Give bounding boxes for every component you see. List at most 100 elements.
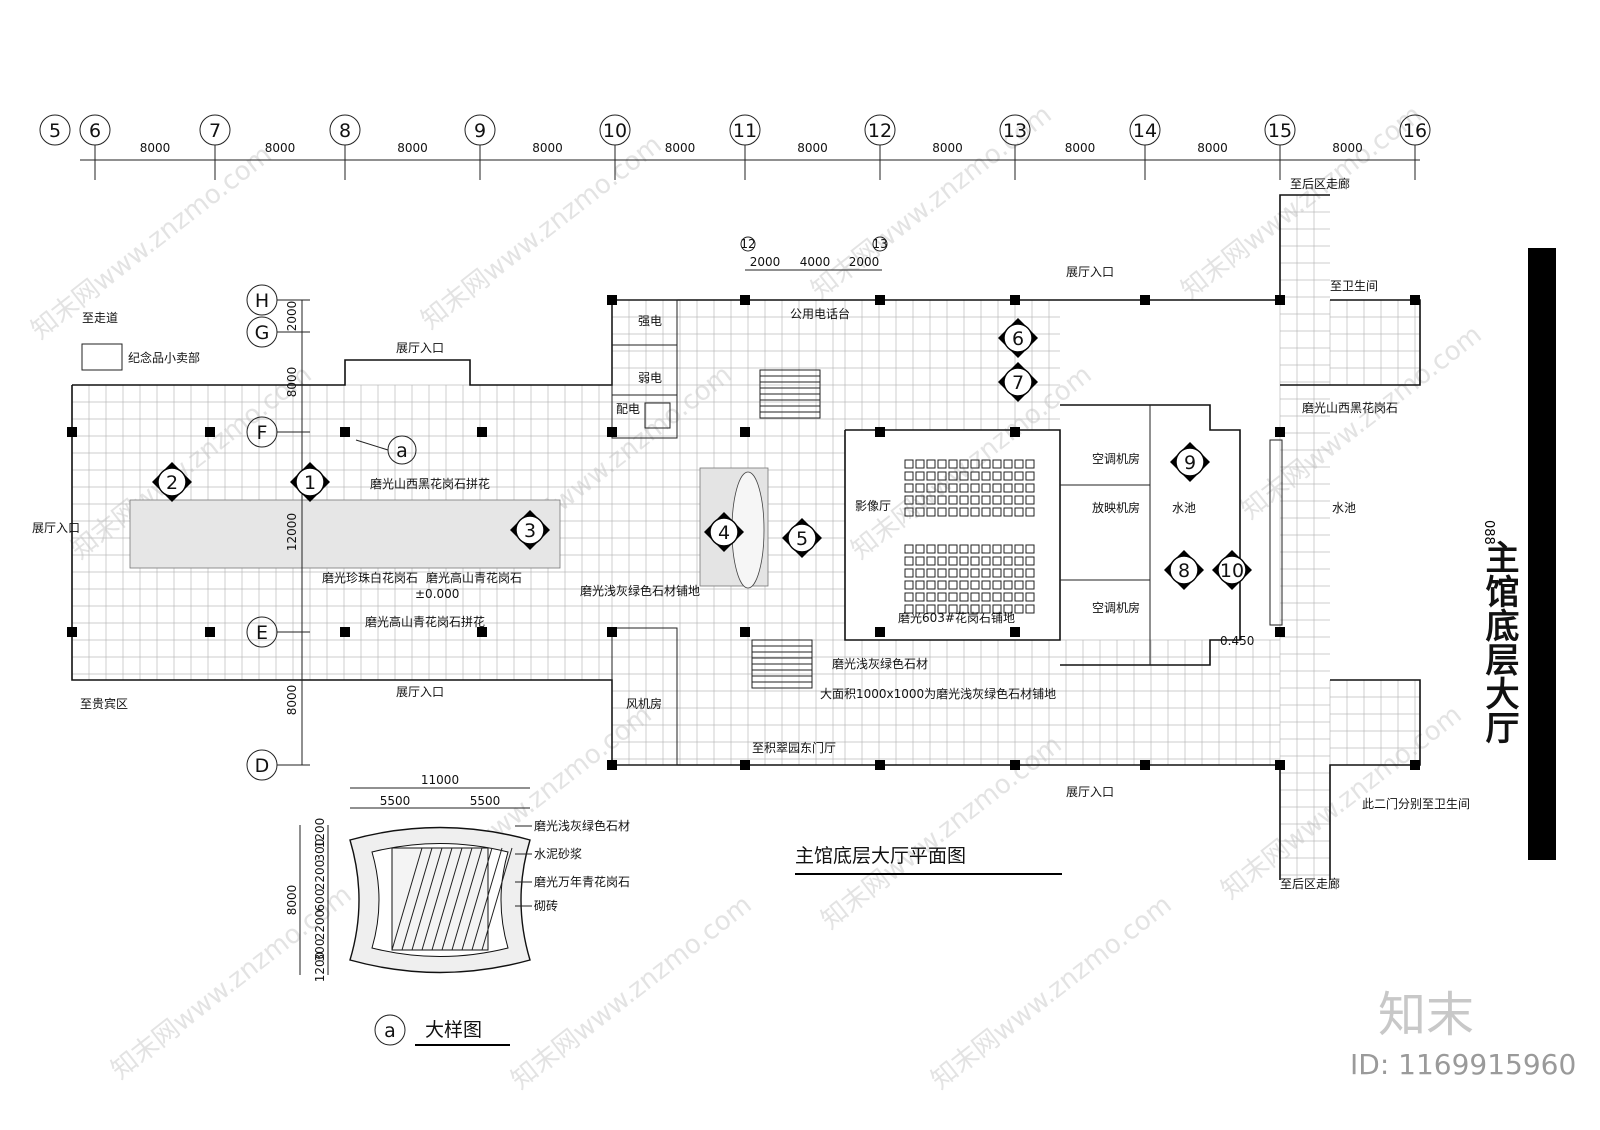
seat (1003, 495, 1013, 505)
axis-number: 12 (868, 120, 892, 142)
column (477, 427, 487, 437)
column (1010, 427, 1020, 437)
seat (992, 459, 1002, 469)
seat (915, 483, 925, 493)
seat (1014, 495, 1024, 505)
axis-spacing: 8000 (265, 141, 296, 155)
material-label: 磨光山西黑花岗石 (1302, 400, 1398, 415)
image-id: ID: 1169915960 (1350, 1048, 1577, 1081)
column (740, 427, 750, 437)
seat (981, 495, 991, 505)
seat (915, 556, 925, 566)
seat (1025, 556, 1035, 566)
detail-material-label: 磨光浅灰绿色石材 (534, 818, 630, 833)
axis-spacing: 8000 (932, 141, 963, 155)
seat (948, 471, 958, 481)
axis-number: 15 (1268, 120, 1292, 142)
axis-number: 10 (603, 120, 627, 142)
detail-vdim: 300 (313, 839, 327, 862)
column (67, 427, 77, 437)
hatch-line (471, 847, 503, 951)
material-label: 磨光603#花岗石铺地 (898, 610, 1015, 625)
hatch-line (451, 847, 483, 951)
hatch-line (391, 847, 423, 951)
plan-title: 主馆底层大厅平面图 (795, 845, 966, 867)
souvenir-counter (81, 343, 123, 371)
seat (937, 556, 947, 566)
axis-spacing: 8000 (665, 141, 696, 155)
label-public-phone: 公用电话台 (790, 306, 850, 321)
seat (926, 459, 936, 469)
seat (992, 604, 1002, 614)
column (340, 627, 350, 637)
seat (1014, 459, 1024, 469)
mini-axis-number: 12 (740, 237, 755, 251)
column (1010, 760, 1020, 770)
seat (970, 544, 980, 554)
side-title: 主馆底层大厅 (1479, 540, 1519, 744)
watermark-text: 知末网www.znzmo.com (1176, 100, 1428, 306)
column (740, 295, 750, 305)
annotation-texts: 纪念品小卖部至走道展厅入口展厅入口展厅入口展厅入口展厅入口至贵宾区强电弱电配电公… (32, 176, 1470, 891)
axis-letter: D (255, 755, 270, 777)
seat (915, 507, 925, 517)
hatch-line (431, 847, 463, 951)
seat (926, 592, 936, 602)
axis-number: 14 (1133, 120, 1157, 142)
label-to-wc: 至卫生间 (1330, 279, 1378, 293)
seat (992, 483, 1002, 493)
axis-letter: G (255, 322, 270, 344)
watermark-text: 知末网www.znzmo.com (416, 130, 668, 336)
detail-width: 11000 (421, 773, 459, 787)
phone-dimension: 4000 (800, 255, 831, 269)
seat (1014, 580, 1024, 590)
column (205, 427, 215, 437)
mini-axis-number: 13 (872, 237, 887, 251)
view-marker-number: 9 (1184, 452, 1196, 474)
label-to-back-corridor: 至后区走廊 (1290, 176, 1350, 191)
watermark-text: 知末网www.znzmo.com (816, 730, 1068, 936)
column (740, 627, 750, 637)
elevator-shaft (644, 402, 671, 429)
mini-axis-bubble (872, 236, 888, 252)
seat (992, 544, 1002, 554)
seat (981, 604, 991, 614)
seat (959, 544, 969, 554)
seat (937, 580, 947, 590)
seat (959, 604, 969, 614)
column (875, 627, 885, 637)
seat (915, 568, 925, 578)
view-marker-number: 3 (524, 520, 536, 542)
seat (959, 568, 969, 578)
granite-pattern-strip (129, 499, 561, 569)
material-label: 磨光浅灰绿色石材 (832, 656, 928, 671)
seat (1003, 604, 1013, 614)
axis-spacing: 8000 (397, 141, 428, 155)
column (607, 760, 617, 770)
seat (1014, 507, 1024, 517)
seat (948, 580, 958, 590)
axis-letter: F (257, 422, 268, 444)
axis-spacing: 8000 (797, 141, 828, 155)
seat (915, 544, 925, 554)
column (205, 627, 215, 637)
mini-axis-bubble (740, 236, 756, 252)
seat (1025, 495, 1035, 505)
detail-title-circle (374, 1014, 406, 1046)
detail-callout-letter: a (396, 440, 408, 462)
column (1275, 760, 1285, 770)
detail-title-letter: a (384, 1020, 396, 1042)
watermark-text: 知末网www.znzmo.com (926, 890, 1178, 1096)
detail-vdim: 1200 (313, 818, 327, 849)
view-marker-number: 5 (796, 528, 808, 550)
seat (970, 580, 980, 590)
detail-material-label: 砌砖 (534, 898, 558, 913)
view-marker-circle (1003, 323, 1033, 353)
seat (926, 604, 936, 614)
detail-material-label: 磨光万年青花岗石 (534, 874, 630, 889)
detail-half: 5500 (380, 794, 411, 808)
label-hall-entry: 展厅入口 (32, 521, 80, 535)
seat (992, 580, 1002, 590)
